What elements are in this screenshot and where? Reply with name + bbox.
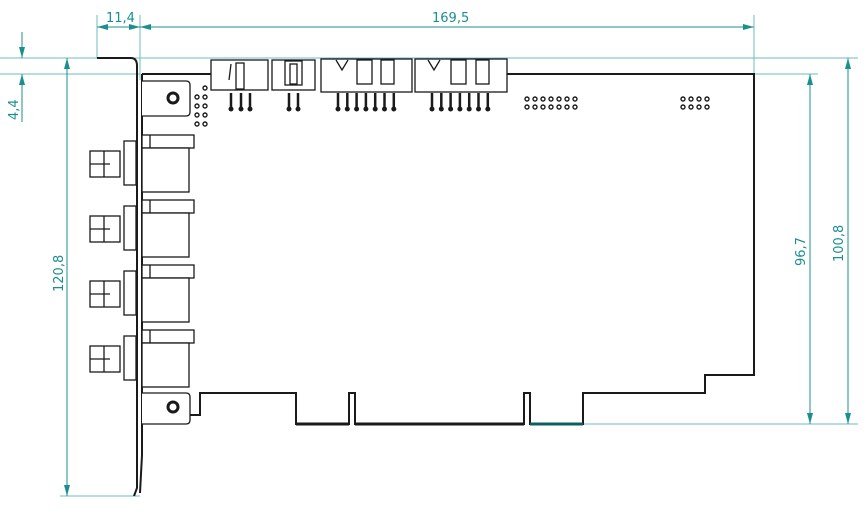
dimension-bracket-offset <box>97 24 140 30</box>
via-hole <box>202 112 208 118</box>
header-pins <box>228 93 491 112</box>
pin-tip <box>228 106 234 112</box>
via-hole <box>704 104 710 110</box>
board-outline <box>142 73 755 425</box>
pin-tip <box>335 106 341 112</box>
pin-tip <box>485 106 491 112</box>
via-hole <box>540 104 546 110</box>
header-connector-3 <box>320 58 413 93</box>
dimension-board-length <box>140 24 754 30</box>
pin-tip <box>363 106 369 112</box>
pin-tip <box>286 106 292 112</box>
via-hole <box>524 104 530 110</box>
dimension-label-bracket-top-offset: 4,4 <box>7 99 22 120</box>
via-hole <box>194 94 200 100</box>
via-hole <box>532 104 538 110</box>
via-hole <box>548 96 554 102</box>
mounting-hole-bottom <box>142 392 191 425</box>
pin-tip <box>372 106 378 112</box>
mounting-hole-top <box>142 80 191 117</box>
bnc-connector-2 <box>89 199 195 258</box>
via-hole <box>688 96 694 102</box>
pin-tip <box>247 106 253 112</box>
via-hole <box>194 103 200 109</box>
header-connector-4 <box>414 58 508 93</box>
via-hole <box>556 96 562 102</box>
bnc-connector-1 <box>89 134 195 193</box>
pin-tip <box>429 106 435 112</box>
dimension-board-height-total <box>845 58 851 424</box>
dimension-label-bracket-height: 120,8 <box>52 255 67 292</box>
via-hole <box>202 103 208 109</box>
dimension-bracket-height <box>64 58 70 496</box>
pin-tip <box>344 106 350 112</box>
pin-tip <box>466 106 472 112</box>
pin-tip <box>438 106 444 112</box>
via-hole <box>688 104 694 110</box>
dimension-label-board-height: 96,7 <box>794 237 809 266</box>
pin-tip <box>295 106 301 112</box>
via-hole <box>556 104 562 110</box>
via-hole <box>540 96 546 102</box>
pin-tip <box>457 106 463 112</box>
via-hole <box>194 112 200 118</box>
via-hole <box>548 104 554 110</box>
via-hole <box>696 96 702 102</box>
via-hole <box>524 96 530 102</box>
header-connector-1 <box>210 59 269 91</box>
via-hole <box>202 85 208 91</box>
via-hole <box>202 94 208 100</box>
via-hole <box>564 96 570 102</box>
pin-tip <box>238 106 244 112</box>
pin-tip <box>354 106 360 112</box>
via-hole <box>532 96 538 102</box>
pin-tip <box>391 106 397 112</box>
dimension-label-board-height-total: 100,8 <box>832 225 847 262</box>
via-hole <box>202 121 208 127</box>
pin-tip <box>382 106 387 112</box>
dimension-bracket-top-offset <box>19 32 25 122</box>
via-hole <box>704 96 710 102</box>
dimension-label-bracket-offset: 11,4 <box>106 11 135 26</box>
header-connector-2 <box>271 59 316 91</box>
dimension-label-board-length: 169,5 <box>432 11 469 26</box>
via-hole <box>572 96 578 102</box>
pin-tip <box>476 106 481 112</box>
via-hole <box>680 104 686 110</box>
bnc-connector-4 <box>89 329 195 388</box>
dimension-reference-lines <box>0 15 858 497</box>
via-hole <box>564 104 570 110</box>
via-hole <box>696 104 702 110</box>
via-hole <box>572 104 578 110</box>
dimension-board-height <box>807 74 813 424</box>
via-holes <box>194 85 710 127</box>
pin-tip <box>448 106 454 112</box>
via-hole <box>680 96 686 102</box>
via-hole <box>194 121 200 127</box>
bnc-connector-3 <box>89 264 195 323</box>
